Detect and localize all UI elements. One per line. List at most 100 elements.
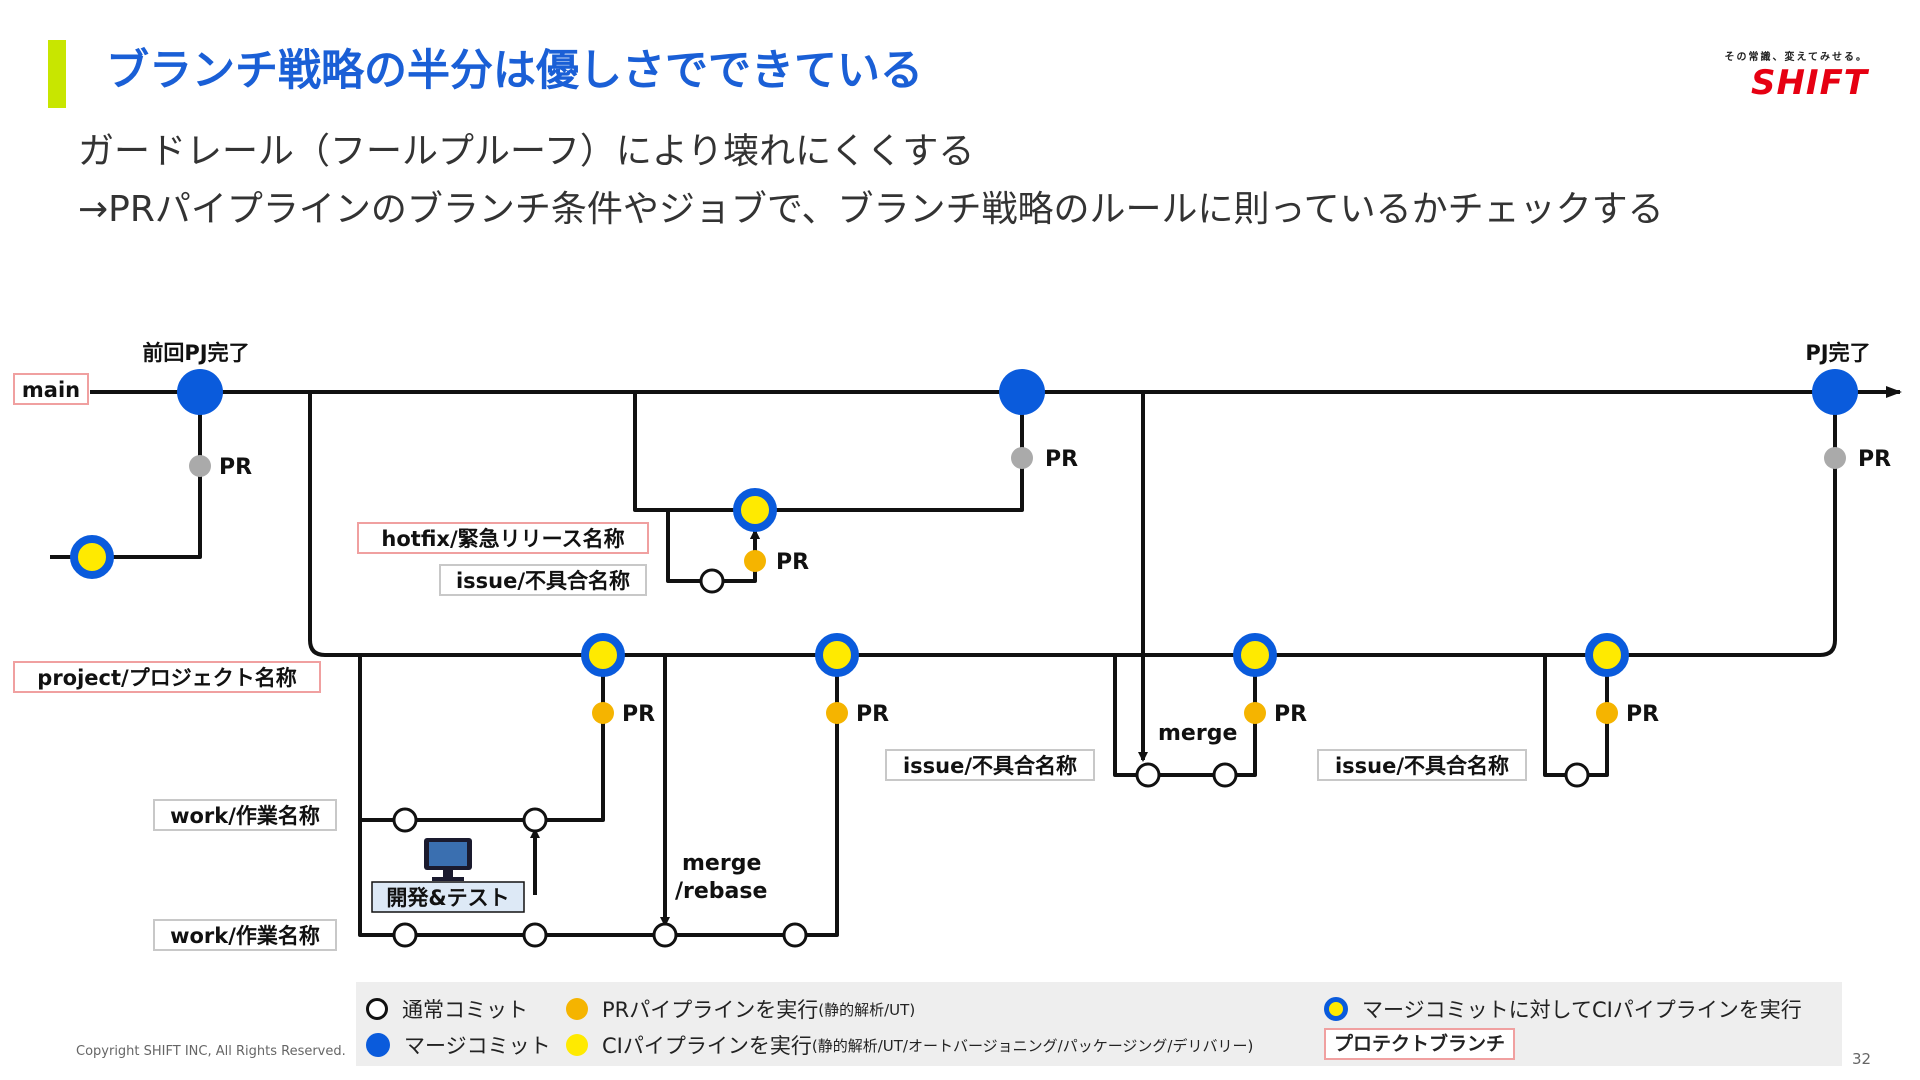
branch-label-box [1317, 749, 1527, 781]
branch-label-work-1: work/作業名称 [170, 804, 320, 828]
legend: 通常コミット マージコミット PRパイプラインを実行 (静的解析/UT) CIパ… [356, 982, 1842, 1066]
legend-ci-pipeline: CIパイプラインを実行 (静的解析/UT/オートバージョニング/パッケージング/… [566, 1030, 1253, 1060]
ci-merge-commit [733, 488, 777, 532]
merge-commit [177, 369, 223, 415]
legend-merge-commit: マージコミット [366, 1030, 551, 1060]
normal-commit [1212, 762, 1238, 788]
pr-label: PR [1274, 702, 1307, 727]
branch-label-hotfix: hotfix/緊急リリース名称 [381, 527, 624, 551]
protected-label-box [13, 661, 321, 693]
work-1-branch-line [358, 655, 608, 822]
pr-label: PR [856, 702, 889, 727]
ci-merge-commit [70, 535, 114, 579]
branch-label-issue-2: issue/不具合名称 [1335, 754, 1509, 778]
normal-commit [1564, 762, 1590, 788]
legend-note: (静的解析/UT/オートバージョニング/パッケージング/デリバリー) [811, 1036, 1254, 1055]
normal-commit [1135, 762, 1161, 788]
merge-labels: merge merge /rebase [675, 721, 1237, 904]
copyright: Copyright SHIFT INC, All Rights Reserved… [76, 1044, 346, 1059]
ci-merge-commit [1233, 633, 1277, 677]
merge-commit [999, 369, 1045, 415]
normal-commit [392, 922, 418, 948]
issue-1-branch-line [1113, 655, 1260, 777]
pr-pending-marker [189, 455, 211, 477]
milestone-labels: 前回PJ完了 PJ完了 [142, 341, 1870, 365]
pr-pipeline-icon [566, 998, 588, 1020]
legend-label: CIパイプラインを実行 [602, 1034, 812, 1058]
merge-label: merge [1158, 721, 1237, 746]
branch-label-box [885, 749, 1095, 781]
pr-pipeline-marker [744, 550, 766, 572]
branch-label-issue-1: issue/不具合名称 [903, 754, 1077, 778]
pr-labels: PR PR PR PR PR PR PR PR [219, 447, 1891, 727]
pr-pipeline-marker [1244, 702, 1266, 724]
normal-commit [392, 807, 418, 833]
monitor-icon [424, 838, 472, 881]
merge-commit [1812, 369, 1858, 415]
dev-test-label: 開発&テスト [386, 886, 509, 910]
title-accent-bar [48, 40, 66, 108]
pr-pipeline-marker [592, 702, 614, 724]
normal-commit [699, 568, 725, 594]
normal-commit [782, 922, 808, 948]
pr-label: PR [219, 455, 252, 480]
merge-rebase-label-1: merge [682, 851, 761, 876]
legend-protected-branch: プロテクトブランチ [1324, 1028, 1516, 1060]
page-number: 32 [1852, 1050, 1872, 1068]
incoming-branch-line [50, 398, 205, 559]
normal-commit [522, 922, 548, 948]
protected-label-box [13, 373, 89, 405]
pr-pending-marker [1011, 447, 1033, 469]
merge-rebase-label-2: /rebase [675, 879, 767, 904]
ci-merge-commit [581, 633, 625, 677]
ci-pipeline-icon [566, 1034, 588, 1056]
legend-label: マージコミット [404, 1034, 551, 1058]
branch-label-box [439, 564, 647, 596]
milestone-end: PJ完了 [1805, 341, 1870, 365]
ci-merge-commit [815, 633, 859, 677]
branch-label-work-2: work/作業名称 [170, 924, 320, 948]
logo-wordmark: SHIFT [1750, 63, 1868, 103]
page-title: ブランチ戦略の半分は優しさでできている [106, 46, 923, 96]
dev-test-box [371, 881, 525, 913]
normal-commit [522, 807, 548, 833]
normal-commit-icon [366, 998, 388, 1020]
ci-merge-commit [1585, 633, 1629, 677]
merge-ci-icon [1324, 997, 1348, 1021]
branch-labels: issue/不具合名称 issue/不具合名称 issue/不具合名称 work… [153, 564, 1527, 951]
legend-label: PRパイプラインを実行 [602, 998, 819, 1022]
merge-commits [177, 369, 1858, 415]
subtitle-line-2: →PRパイプラインのブランチ条件やジョブで、ブランチ戦略のルールに則っているかチ… [78, 189, 1664, 230]
branch-label-box [153, 919, 337, 951]
pr-label: PR [1626, 702, 1659, 727]
legend-pr-pipeline: PRパイプラインを実行 (静的解析/UT) [566, 994, 915, 1024]
legend-note: (静的解析/UT) [818, 1000, 916, 1019]
branch-label-main: main [22, 378, 80, 402]
dev-test-group: 開発&テスト [371, 838, 525, 913]
main-to-project-line [308, 392, 1840, 657]
pr-pipeline-marker [826, 702, 848, 724]
legend-normal-commit: 通常コミット [366, 994, 528, 1024]
protected-branch-key: プロテクトブランチ [1324, 1028, 1516, 1060]
pr-pending-marker [1824, 447, 1846, 469]
pr-label: PR [622, 702, 655, 727]
pr-label: PR [1045, 447, 1078, 472]
pr-label: PR [776, 550, 809, 575]
ci-merge-commits [70, 488, 1629, 677]
hotfix-branch-line [633, 392, 1027, 512]
normal-commit [652, 922, 678, 948]
subtitle-line-1: ガードレール（フールプルーフ）により壊れにくくする [78, 131, 975, 172]
pipeline-markers [189, 447, 1846, 724]
milestone-start: 前回PJ完了 [142, 341, 249, 365]
normal-commits [392, 568, 1590, 948]
legend-label: 通常コミット [402, 998, 528, 1022]
work-2-branch-line [358, 662, 842, 937]
logo-tagline: その常識、変えてみせる。 [1724, 52, 1868, 63]
branch-label-box [153, 799, 337, 831]
protected-branch-labels: main hotfix/緊急リリース名称 project/プロジェクト名称 [13, 373, 649, 693]
legend-merge-ci: マージコミットに対してCIパイプラインを実行 [1324, 994, 1802, 1024]
branch-label-issue-hotfix: issue/不具合名称 [456, 569, 630, 593]
protected-label-box [357, 522, 649, 554]
shift-logo: その常識、変えてみせる。 SHIFT [1700, 48, 1868, 103]
